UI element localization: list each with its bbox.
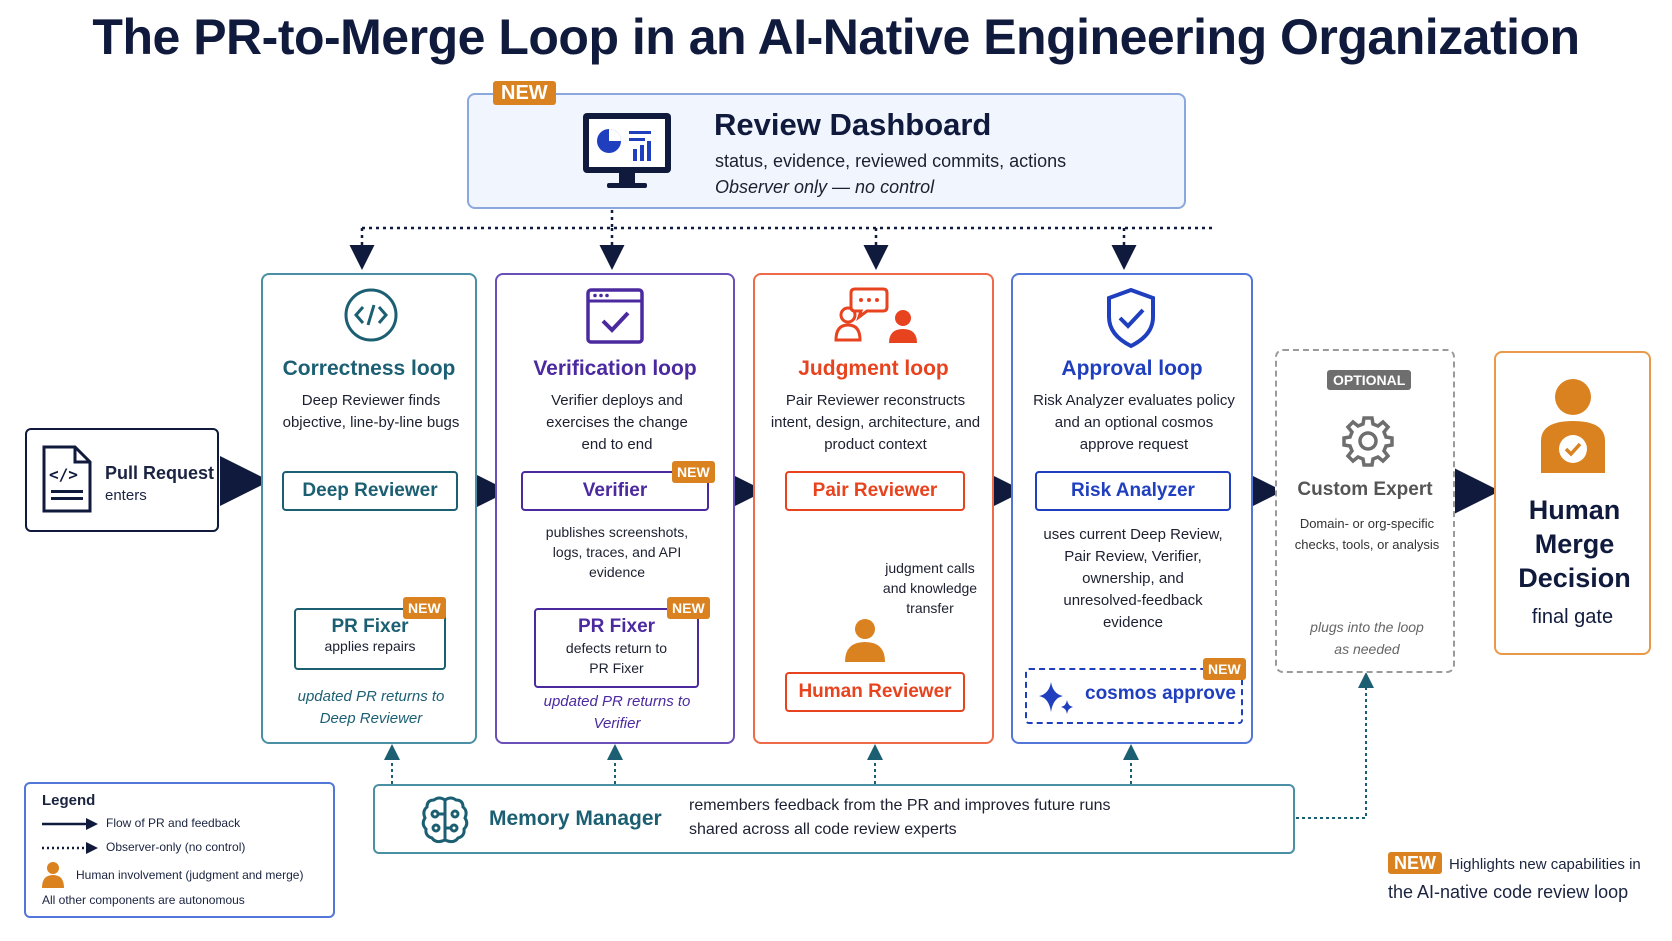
approval-loop-desc: Risk Analyzer evaluates policy and an op… [1033,392,1235,453]
memory-title: Memory Manager [489,807,662,830]
legend: Legend Flow of PR and feedback Observer-… [24,782,335,918]
risk-analyzer-node[interactable]: Risk Analyzer [1035,471,1231,511]
code-file-icon: </> [42,445,92,513]
gear-icon [1342,416,1394,467]
review-dashboard[interactable]: Review Dashboard status, evidence, revie… [467,93,1186,209]
verifier-evidence: publishes screenshots, logs, traces, and… [545,524,689,580]
correctness-loop-desc: Deep Reviewer finds objective, line-by-l… [282,392,460,431]
judgment-loop-desc: Pair Reviewer reconstructs intent, desig… [770,392,981,453]
dashboard-line2: Observer only — no control [715,177,935,197]
new-badge: NEW [672,461,715,483]
legend-auto: All other components are autonomous [42,893,245,907]
custom-expert-desc: Domain- or org-specific checks, tools, o… [1294,516,1440,552]
human-merge-title: Human Merge Decision [1518,495,1631,593]
browser-check-icon [586,288,644,344]
dashboard-title: Review Dashboard [714,107,992,142]
pr-fixer-verification-node[interactable]: PR Fixer defects return to PR Fixer [534,608,699,688]
flow-arrows [220,456,1500,516]
pull-request-title: Pull Request [105,463,215,483]
monitor-chart-icon [583,113,671,188]
memory-manager[interactable]: Memory Manager remembers feedback from t… [373,784,1295,854]
new-badge: NEW [403,597,446,619]
dashboard-line1: status, evidence, reviewed commits, acti… [715,151,1067,171]
correctness-loop-footer: updated PR returns to Deep Reviewer [297,688,445,727]
human-approve-icon [1541,379,1605,473]
memory-arrows [384,672,1374,819]
pull-request-box[interactable]: </> Pull Request enters [25,428,219,532]
custom-expert-footer: plugs into the loop as needed [1310,619,1424,657]
new-badge: NEW [1388,852,1442,874]
legend-human: Human involvement (judgment and merge) [76,868,304,882]
legend-flow: Flow of PR and feedback [106,816,241,830]
memory-line2: shared across all code review experts [689,821,957,838]
pr-fixer-title: PR Fixer [577,616,656,637]
new-badge: NEW [493,81,556,105]
approval-loop-title: Approval loop [1061,357,1203,380]
human-reviewer-node[interactable]: Human Reviewer [785,672,965,712]
pair-reviewer-node[interactable]: Pair Reviewer [785,471,965,511]
new-note-line1: Highlights new capabilities in [1449,856,1641,873]
sparkle-icon [1039,682,1073,714]
verification-loop-title: Verification loop [533,357,697,380]
custom-expert-title: Custom Expert [1297,479,1433,500]
risk-analyzer-evidence: uses current Deep Review, Pair Review, V… [1043,526,1223,631]
approval-loop[interactable]: Approval loop Risk Analyzer evaluates po… [1011,273,1253,744]
human-reviewer-icon [845,619,885,662]
pr-fixer-sub: defects return to PR Fixer [565,640,668,676]
human-merge-sub: final gate [1531,606,1614,628]
svg-text:</>: </> [49,465,78,484]
custom-expert[interactable]: OPTIONAL Custom Expert Domain- or org-sp… [1275,349,1455,673]
page-title: The PR-to-Merge Loop in an AI-Native Eng… [92,9,1580,65]
verification-loop-desc: Verifier deploys and exercises the chang… [546,392,688,453]
new-badge: NEW [667,597,710,619]
verification-loop[interactable]: Verification loop Verifier deploys and e… [495,273,735,744]
legend-arrow-dotted-icon [42,842,98,854]
optional-badge: OPTIONAL [1327,370,1412,390]
human-merge-decision[interactable]: Human Merge Decision final gate [1494,351,1651,655]
new-note-line2: the AI-native code review loop [1388,882,1629,902]
judgment-loop[interactable]: Judgment loop Pair Reviewer reconstructs… [753,273,994,744]
deep-reviewer-node[interactable]: Deep Reviewer [282,471,458,511]
legend-observer: Observer-only (no control) [106,840,246,854]
legend-human-icon [42,862,64,888]
cosmos-approve-label: cosmos approve [1085,683,1236,704]
pull-request-sub: enters [105,487,147,504]
new-badge: NEW [1203,658,1246,680]
observer-lines [349,210,1212,270]
pr-fixer-sub: applies repairs [324,638,416,654]
judgment-loop-title: Judgment loop [798,357,949,380]
pr-fixer-title: PR Fixer [331,616,409,637]
correctness-loop[interactable]: Correctness loop Deep Reviewer finds obj… [261,273,477,744]
correctness-loop-title: Correctness loop [282,357,456,380]
shield-check-icon [1107,287,1155,349]
code-circle-icon [344,288,398,342]
memory-line1: remembers feedback from the PR and impro… [689,797,1111,814]
people-chat-icon [834,287,917,343]
legend-title: Legend [42,792,96,809]
judgment-calls-note: judgment calls and knowledge transfer [882,560,978,616]
legend-arrow-solid-icon [42,818,98,830]
verification-loop-footer: updated PR returns to Verifier [543,693,691,732]
brain-circuit-icon [421,796,469,844]
